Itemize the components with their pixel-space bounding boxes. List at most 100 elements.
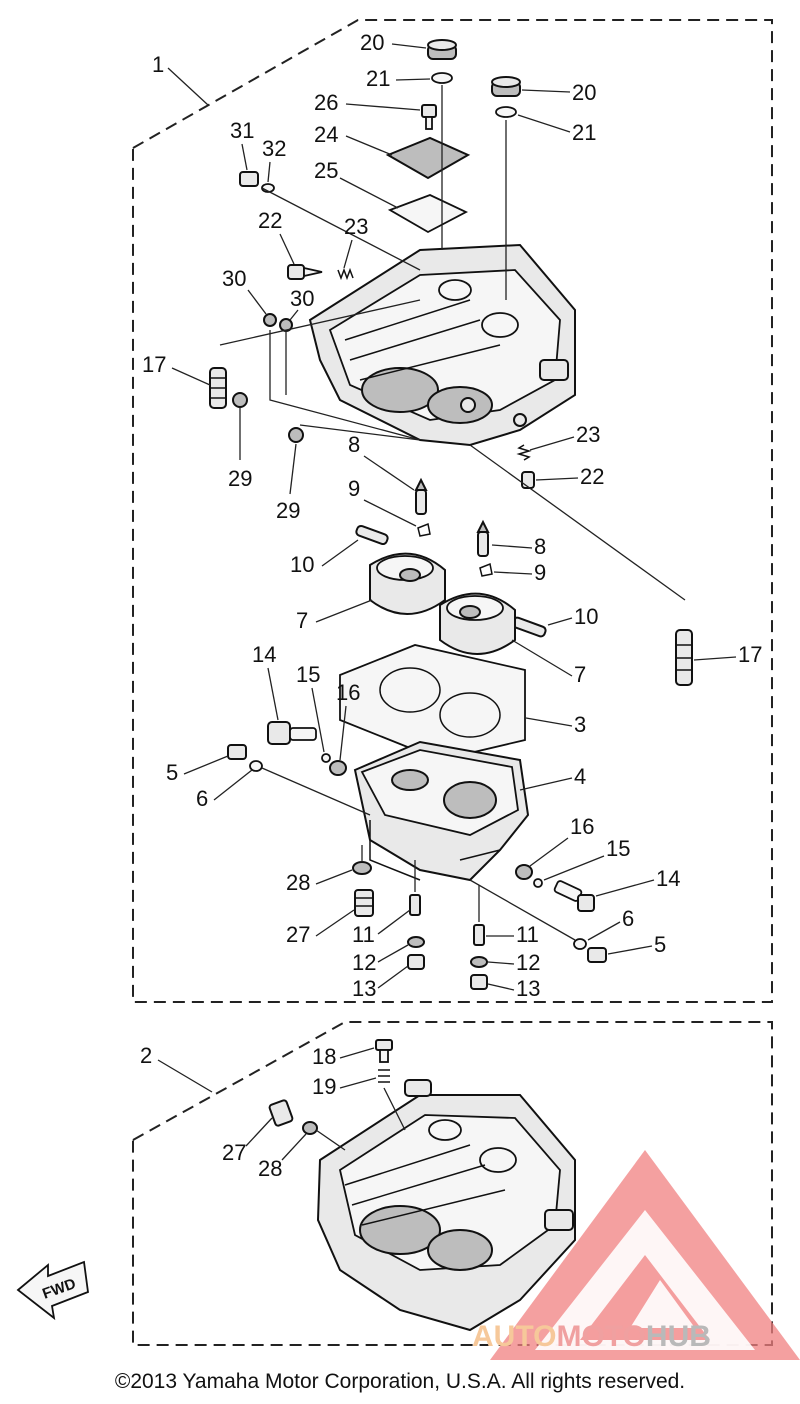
washer-28-lower bbox=[302, 1121, 318, 1135]
float-7-right bbox=[439, 592, 516, 655]
callout-30-left: 30 bbox=[222, 266, 246, 291]
washer-6-right bbox=[573, 938, 587, 950]
callout-8-left: 8 bbox=[348, 432, 360, 457]
float-pin-10-right bbox=[511, 616, 547, 638]
float-7-left bbox=[369, 552, 446, 615]
cap-screw-upper-right bbox=[491, 76, 521, 97]
callout-22-left: 22 bbox=[258, 208, 282, 233]
callout-25: 25 bbox=[314, 158, 338, 183]
callout-1: 1 bbox=[152, 52, 164, 77]
main-jet-13-left bbox=[407, 954, 425, 970]
valve-17-right bbox=[675, 629, 693, 686]
plug-30-left bbox=[263, 313, 277, 327]
carburetor-body-lower bbox=[316, 1079, 576, 1332]
callout-12-right: 12 bbox=[516, 950, 540, 975]
callout-17-right: 17 bbox=[738, 642, 762, 667]
callout-14-left: 14 bbox=[252, 642, 276, 667]
clip-9-right bbox=[479, 562, 493, 577]
callout-17-left: 17 bbox=[142, 352, 166, 377]
callout-9-right: 9 bbox=[534, 560, 546, 585]
callout-29-right: 29 bbox=[276, 498, 300, 523]
callout-14-right: 14 bbox=[656, 866, 680, 891]
washer-upper-right bbox=[495, 106, 517, 118]
callout-16-left: 16 bbox=[336, 680, 360, 705]
callout-22-right: 22 bbox=[580, 464, 604, 489]
callout-28-upper: 28 bbox=[286, 870, 310, 895]
spring-23-left bbox=[337, 267, 354, 281]
callout-8-right: 8 bbox=[534, 534, 546, 559]
main-nozzle-11-right bbox=[473, 924, 485, 946]
cover-plate-24 bbox=[385, 136, 471, 180]
float-pin-10-left bbox=[355, 524, 389, 546]
callout-27-lower: 27 bbox=[222, 1140, 246, 1165]
main-nozzle-11-left bbox=[409, 894, 421, 916]
callout-32: 32 bbox=[262, 136, 286, 161]
callout-13-left: 13 bbox=[352, 976, 376, 1001]
assembly-1-frame bbox=[132, 19, 773, 1003]
pilot-screw-22-right bbox=[521, 471, 535, 489]
o-ring-15-right bbox=[533, 878, 543, 888]
callout-6-right: 6 bbox=[622, 906, 634, 931]
drain-screw-14-left bbox=[267, 721, 317, 745]
drain-plug-27-upper bbox=[354, 889, 374, 917]
callout-28-lower: 28 bbox=[258, 1156, 282, 1181]
callout-6-left: 6 bbox=[196, 786, 208, 811]
carburetor-body-upper bbox=[308, 243, 576, 447]
needle-valve-8-left bbox=[414, 477, 428, 515]
washer-12-left bbox=[407, 936, 425, 948]
o-ring-15-left bbox=[321, 753, 331, 763]
callout-15-left: 15 bbox=[296, 662, 320, 687]
screw-18 bbox=[375, 1039, 393, 1063]
fitting-31 bbox=[239, 171, 259, 187]
callout-9-left: 9 bbox=[348, 476, 360, 501]
watermark-auto: AUTO bbox=[472, 1320, 557, 1353]
callout-12-left: 12 bbox=[352, 950, 376, 975]
callout-21-right: 21 bbox=[572, 120, 596, 145]
callout-20-left: 20 bbox=[360, 30, 384, 55]
callout-15-right: 15 bbox=[606, 836, 630, 861]
clip-9-left bbox=[417, 522, 431, 537]
callout-18: 18 bbox=[312, 1044, 336, 1069]
callout-7-right: 7 bbox=[574, 662, 586, 687]
screw-5-right bbox=[587, 947, 607, 963]
washer-28-upper bbox=[352, 861, 372, 875]
callout-10-left: 10 bbox=[290, 552, 314, 577]
screw-29-lower bbox=[288, 427, 304, 443]
callout-24: 24 bbox=[314, 122, 338, 147]
gasket-25 bbox=[387, 194, 469, 234]
drain-plug-27-lower bbox=[268, 1099, 294, 1127]
callout-11-left: 11 bbox=[352, 922, 375, 947]
callout-16-right: 16 bbox=[570, 814, 594, 839]
callout-27-upper: 27 bbox=[286, 922, 310, 947]
callout-20-right: 20 bbox=[572, 80, 596, 105]
valve-17-left bbox=[209, 367, 227, 409]
float-bowl-4 bbox=[353, 740, 530, 882]
callout-2: 2 bbox=[140, 1043, 152, 1068]
callout-3: 3 bbox=[574, 712, 586, 737]
callout-5-right: 5 bbox=[654, 932, 666, 957]
gasket-16-left bbox=[329, 760, 347, 776]
watermark-moto: MOTO bbox=[556, 1320, 646, 1353]
callout-10-right: 10 bbox=[574, 604, 598, 629]
callout-26: 26 bbox=[314, 90, 338, 115]
screw-5-left bbox=[227, 744, 247, 760]
callout-19: 19 bbox=[312, 1074, 336, 1099]
automotohub-logo bbox=[490, 1150, 800, 1360]
callout-23-left: 23 bbox=[344, 214, 368, 239]
callout-13-right: 13 bbox=[516, 976, 540, 1001]
screw-29-upper bbox=[232, 392, 248, 408]
callout-30-right: 30 bbox=[290, 286, 314, 311]
drain-screw-14-right bbox=[553, 880, 595, 912]
callout-29-left: 29 bbox=[228, 466, 252, 491]
callout-4: 4 bbox=[574, 764, 586, 789]
callout-23-right: 23 bbox=[576, 422, 600, 447]
callout-11-right: 11 bbox=[516, 922, 539, 947]
watermark-hub: HUB bbox=[645, 1320, 711, 1353]
gasket-16-right bbox=[515, 864, 533, 880]
main-jet-13-right bbox=[470, 974, 488, 990]
callout-21-left: 21 bbox=[366, 66, 390, 91]
cap-screw-upper-left bbox=[427, 39, 457, 60]
float-bowl-gasket-3 bbox=[339, 644, 526, 761]
needle-valve-8-right bbox=[476, 519, 490, 557]
